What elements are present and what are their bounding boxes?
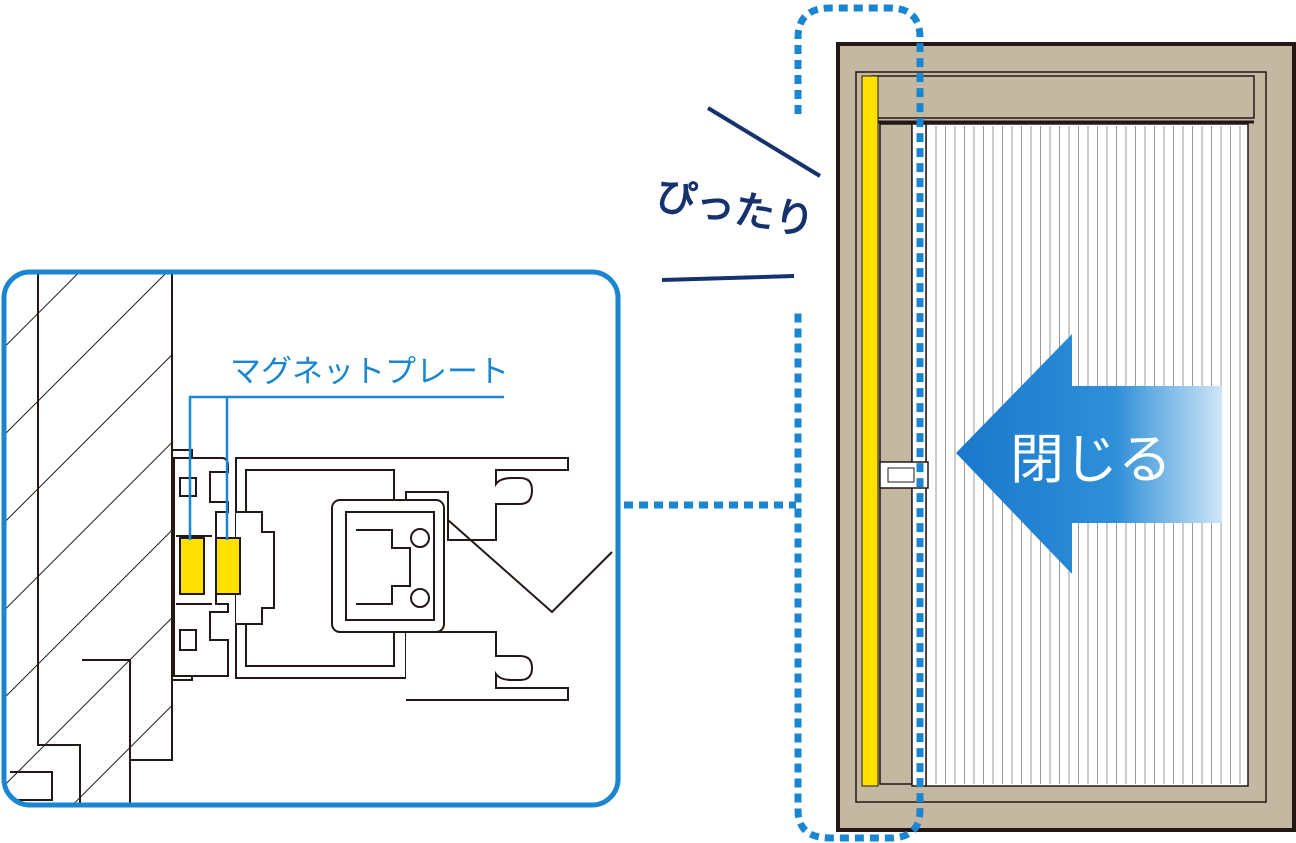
cross-section-detail: マグネットプレート — [1, 269, 621, 808]
wall-frame-section — [4, 272, 193, 805]
close-action-label: 閉じる — [1010, 428, 1172, 491]
edge-highlight-dotted — [794, 4, 924, 842]
tight-fit-label: ぴったり — [652, 173, 818, 246]
left-arrow-icon — [956, 334, 1222, 574]
magnet-plate-frame-side — [179, 537, 205, 595]
detail-panel-border — [1, 269, 621, 808]
screen-door-overview: 閉じる — [836, 42, 1296, 832]
screen-rail-profile — [235, 457, 613, 701]
side-rail — [879, 123, 913, 785]
top-cassette — [871, 75, 1255, 119]
magnet-strip — [861, 75, 879, 787]
tight-fit-callout: ぴったり — [652, 106, 822, 282]
magnet-plate-label: マグネットプレート — [230, 354, 509, 390]
magnet-plate-screen-side — [215, 537, 241, 595]
magnet-plate-leader-line — [188, 395, 504, 540]
